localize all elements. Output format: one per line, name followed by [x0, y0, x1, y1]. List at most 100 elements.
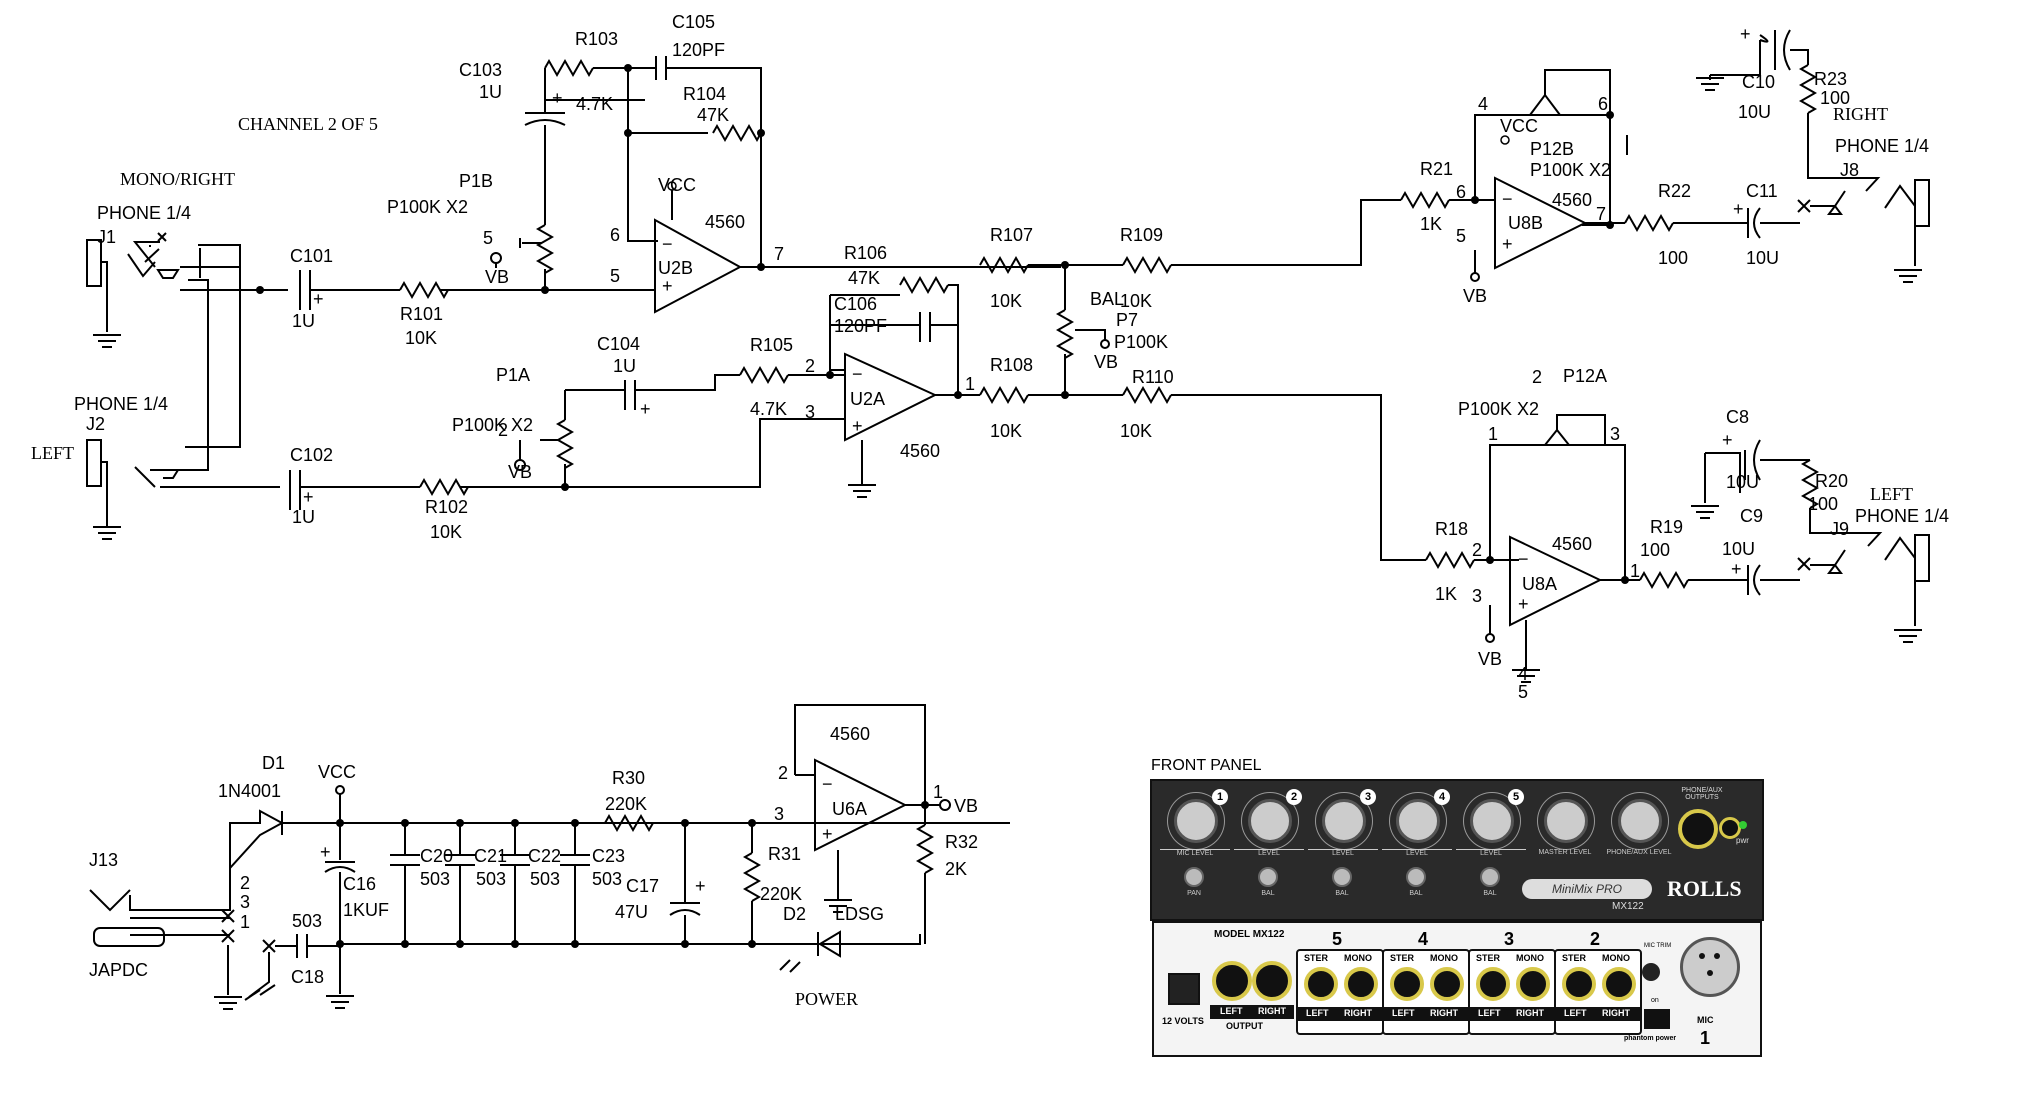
channel-badge: 4	[1434, 789, 1450, 805]
dc-jack[interactable]	[1168, 973, 1200, 1005]
label-japdc: JAPDC	[89, 960, 148, 980]
u2a-opamp	[844, 352, 938, 442]
label-r107: R107	[990, 225, 1033, 245]
rear-jack[interactable]	[1516, 967, 1550, 1001]
front-knob-3[interactable]	[1322, 799, 1366, 843]
rear-side-label: RIGHT	[1602, 1008, 1630, 1018]
label-mono-right: MONO/RIGHT	[120, 169, 235, 189]
c102-wire	[160, 470, 420, 510]
svg-text:3: 3	[774, 804, 784, 824]
rear-channel-number: 2	[1590, 929, 1601, 949]
svg-text:3: 3	[240, 892, 250, 912]
label-r19: R19	[1650, 517, 1683, 537]
rear-jack[interactable]	[1344, 967, 1378, 1001]
label-c10: C10	[1742, 72, 1775, 92]
svg-text:2: 2	[778, 763, 788, 783]
label-c17: C17	[626, 876, 659, 896]
front-panel-title: FRONT PANEL	[1151, 757, 1262, 774]
rear-jack-type-label: STER	[1562, 953, 1587, 963]
label-vb-u8b: VB	[1463, 286, 1487, 306]
front-knob-1[interactable]	[1174, 799, 1218, 843]
label-c102: C102	[290, 445, 333, 465]
small-knob[interactable]	[1332, 867, 1352, 887]
label-r23-v: 100	[1820, 88, 1850, 108]
label-c102-v: 1U	[292, 507, 315, 527]
label-r30: R30	[612, 768, 645, 788]
rear-panel: MODEL MX122 12 VOLTS LEFT RIGHT OUTPUT S…	[1152, 921, 1762, 1057]
rear-jack[interactable]	[1390, 967, 1424, 1001]
label-r108: R108	[990, 355, 1033, 375]
label-opamp-u8b: 4560	[1552, 190, 1592, 210]
rear-jack[interactable]	[1430, 967, 1464, 1001]
svg-text:1: 1	[1630, 561, 1640, 581]
label-c18-v: 503	[292, 911, 322, 931]
label-ldsg: LDSG	[835, 904, 884, 924]
svg-text:4: 4	[1478, 94, 1488, 114]
knob-label: LEVEL	[1382, 849, 1452, 857]
knob-label: LEVEL	[1308, 849, 1378, 857]
label-r19-v: 100	[1640, 540, 1670, 560]
label-vcc-u8b: VCC	[1500, 116, 1538, 136]
label-c104-v: 1U	[613, 356, 636, 376]
label-vcc-u2b: VCC	[658, 175, 696, 195]
label-u2b: U2B	[658, 258, 693, 278]
small-knob-label: PAN	[1187, 890, 1201, 897]
svg-text:−: −	[1518, 549, 1529, 569]
label-c105-v: 120PF	[672, 40, 725, 60]
front-knob-7[interactable]	[1618, 799, 1662, 843]
xlr-mic-jack[interactable]	[1680, 937, 1740, 997]
label-c8-v: 10U	[1726, 472, 1759, 492]
volts-label: 12 VOLTS	[1162, 1016, 1204, 1026]
label-bal: BAL	[1090, 289, 1124, 309]
svg-text:3: 3	[805, 402, 815, 422]
phantom-switch[interactable]	[1644, 1009, 1670, 1029]
rear-jack[interactable]	[1476, 967, 1510, 1001]
svg-text:+: +	[303, 487, 314, 507]
svg-text:+: +	[1731, 559, 1742, 579]
small-knob[interactable]	[1406, 867, 1426, 887]
front-knob-5[interactable]	[1470, 799, 1514, 843]
label-p7: P7	[1116, 310, 1138, 330]
front-knob-4[interactable]	[1396, 799, 1440, 843]
phone-aux-jack[interactable]	[1678, 809, 1718, 849]
rear-jack[interactable]	[1304, 967, 1338, 1001]
small-knob[interactable]	[1258, 867, 1278, 887]
label-r30-v: 220K	[605, 794, 647, 814]
rear-jack-type-label: STER	[1304, 953, 1329, 963]
rear-side-label: LEFT	[1564, 1008, 1587, 1018]
label-phone-j9: PHONE 1/4	[1855, 506, 1949, 526]
phantom-on-label: on	[1651, 997, 1659, 1004]
small-knob[interactable]	[1184, 867, 1204, 887]
rear-jack[interactable]	[1562, 967, 1596, 1001]
label-r109: R109	[1120, 225, 1163, 245]
front-knob-2[interactable]	[1248, 799, 1292, 843]
svg-text:+: +	[1722, 430, 1733, 450]
svg-text:6: 6	[1598, 94, 1608, 114]
rear-channel-number: 5	[1332, 929, 1343, 949]
rear-jack-type-label: MONO	[1516, 953, 1544, 963]
rear-jack[interactable]	[1602, 967, 1636, 1001]
knob-label: MIC LEVEL	[1160, 849, 1230, 857]
output-right-jack[interactable]	[1252, 961, 1292, 1001]
output-left-jack[interactable]	[1212, 961, 1252, 1001]
pwr-led	[1739, 821, 1747, 829]
small-knob[interactable]	[1480, 867, 1500, 887]
label-r21-v: 1K	[1420, 214, 1442, 234]
rear-side-label: RIGHT	[1516, 1008, 1544, 1018]
label-c10-v: 10U	[1738, 102, 1771, 122]
jack-j2	[86, 439, 102, 487]
u6a-opamp	[814, 758, 908, 852]
front-knob-6[interactable]	[1544, 799, 1588, 843]
label-phone-j1: PHONE 1/4	[97, 203, 191, 223]
rear-jack-type-label: STER	[1476, 953, 1501, 963]
label-u8a: U8A	[1522, 574, 1557, 594]
phone-aux-outputs-label: PHONE/AUX OUTPUTS	[1681, 787, 1723, 801]
label-r104: R104	[683, 84, 726, 104]
label-r105-v: 4.7K	[750, 399, 787, 419]
mic-trim-label: MIC TRIM	[1644, 943, 1672, 949]
rear-channel-number: 3	[1504, 929, 1515, 949]
label-r20: R20	[1815, 471, 1848, 491]
output-right-label: RIGHT	[1258, 1006, 1286, 1016]
mic-trim-knob[interactable]	[1642, 963, 1660, 981]
